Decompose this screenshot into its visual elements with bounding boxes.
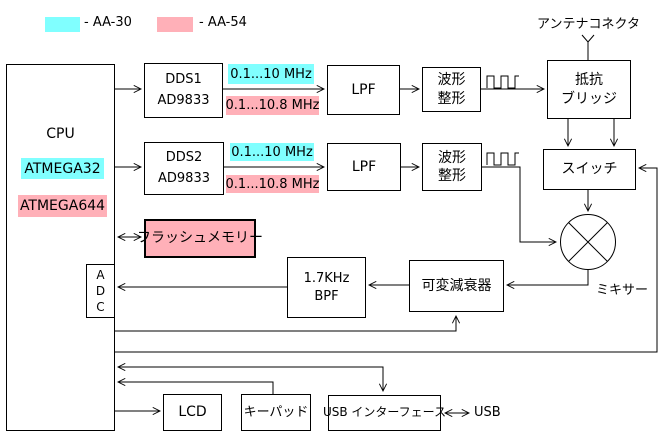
adc-letter-a: A	[96, 268, 105, 282]
square-wave1-icon	[486, 75, 519, 89]
legend-label-aa30: - AA-30	[84, 15, 132, 30]
cpu-label: CPU	[46, 126, 75, 142]
dds2-chip: AD9833	[158, 170, 210, 186]
legend-label-aa54: - AA-54	[199, 15, 247, 30]
arrow-cpu-switch	[114, 168, 658, 353]
adc-block: A D C	[86, 264, 115, 318]
arrow-cpu-attenuator	[114, 316, 456, 332]
wave-shaper1-block: 波形 整形	[422, 67, 481, 112]
cpu-block	[6, 64, 115, 431]
antenna-arrowhead	[581, 34, 595, 43]
wave-shaper2-line1: 波形	[438, 149, 466, 166]
adc-letter-c: C	[96, 300, 105, 314]
wave-shaper2-block: 波形 整形	[422, 143, 482, 191]
mixer-label: ミキサー	[596, 283, 649, 298]
bpf-block: 1.7KHz BPF	[287, 257, 366, 318]
dds2-block: DDS2 AD9833	[144, 142, 224, 195]
freq-range-aa54-dds1: 0.1...10.8 MHz	[225, 96, 320, 115]
arrow-mixer-attenuator	[507, 269, 589, 285]
dds1-chip: AD9833	[157, 92, 210, 108]
usb-port-label: USB	[474, 405, 501, 420]
wave-shaper1-line1: 波形	[437, 72, 466, 89]
lcd-block: LCD	[163, 394, 222, 431]
freq-range-aa30-dds2: 0.1...10 MHz	[230, 143, 314, 161]
variable-attenuator-block: 可変減衰器	[409, 260, 504, 312]
cpu-mcu-atmega32: ATMEGA32	[21, 158, 104, 179]
bridge-line2: ブリッジ	[561, 90, 617, 107]
mixer-symbol	[560, 214, 616, 270]
lpf1-block: LPF	[327, 65, 400, 115]
keypad-block: キーパッド	[241, 394, 311, 431]
dds2-name: DDS2	[165, 149, 203, 165]
arrow-keypad-cpu	[118, 382, 274, 394]
bridge-line1: 抵抗	[575, 72, 603, 89]
usb-interface-block: USB インターフェース	[323, 395, 446, 431]
freq-range-aa54-dds2: 0.1...10.8 MHz	[225, 175, 320, 193]
bpf-line1: 1.7KHz	[303, 271, 350, 287]
arrow-cpu-usb-interface	[118, 367, 383, 391]
antenna-connector-label: アンテナコネクタ	[537, 17, 640, 32]
wave-shaper2-line2: 整形	[438, 168, 466, 184]
legend-swatch-aa54	[157, 17, 193, 32]
wave-shaper1-line2: 整形	[437, 90, 466, 107]
freq-range-aa30-dds1: 0.1...10 MHz	[228, 64, 314, 84]
resistance-bridge-block: 抵抗 ブリッジ	[547, 60, 631, 119]
square-wave2-icon	[486, 152, 519, 166]
flash-memory-block: フラッシュメモリー	[137, 219, 263, 258]
dds1-block: DDS1 AD9833	[144, 63, 223, 118]
dds1-name: DDS1	[165, 71, 202, 87]
mixer-cross	[568, 222, 608, 262]
adc-letter-d: D	[95, 284, 106, 298]
legend-swatch-aa30	[45, 17, 80, 32]
lpf2-block: LPF	[327, 143, 401, 191]
cpu-mcu-atmega644: ATMEGA644	[18, 195, 107, 217]
bpf-line2: BPF	[314, 288, 339, 304]
switch-block: スイッチ	[543, 149, 636, 190]
